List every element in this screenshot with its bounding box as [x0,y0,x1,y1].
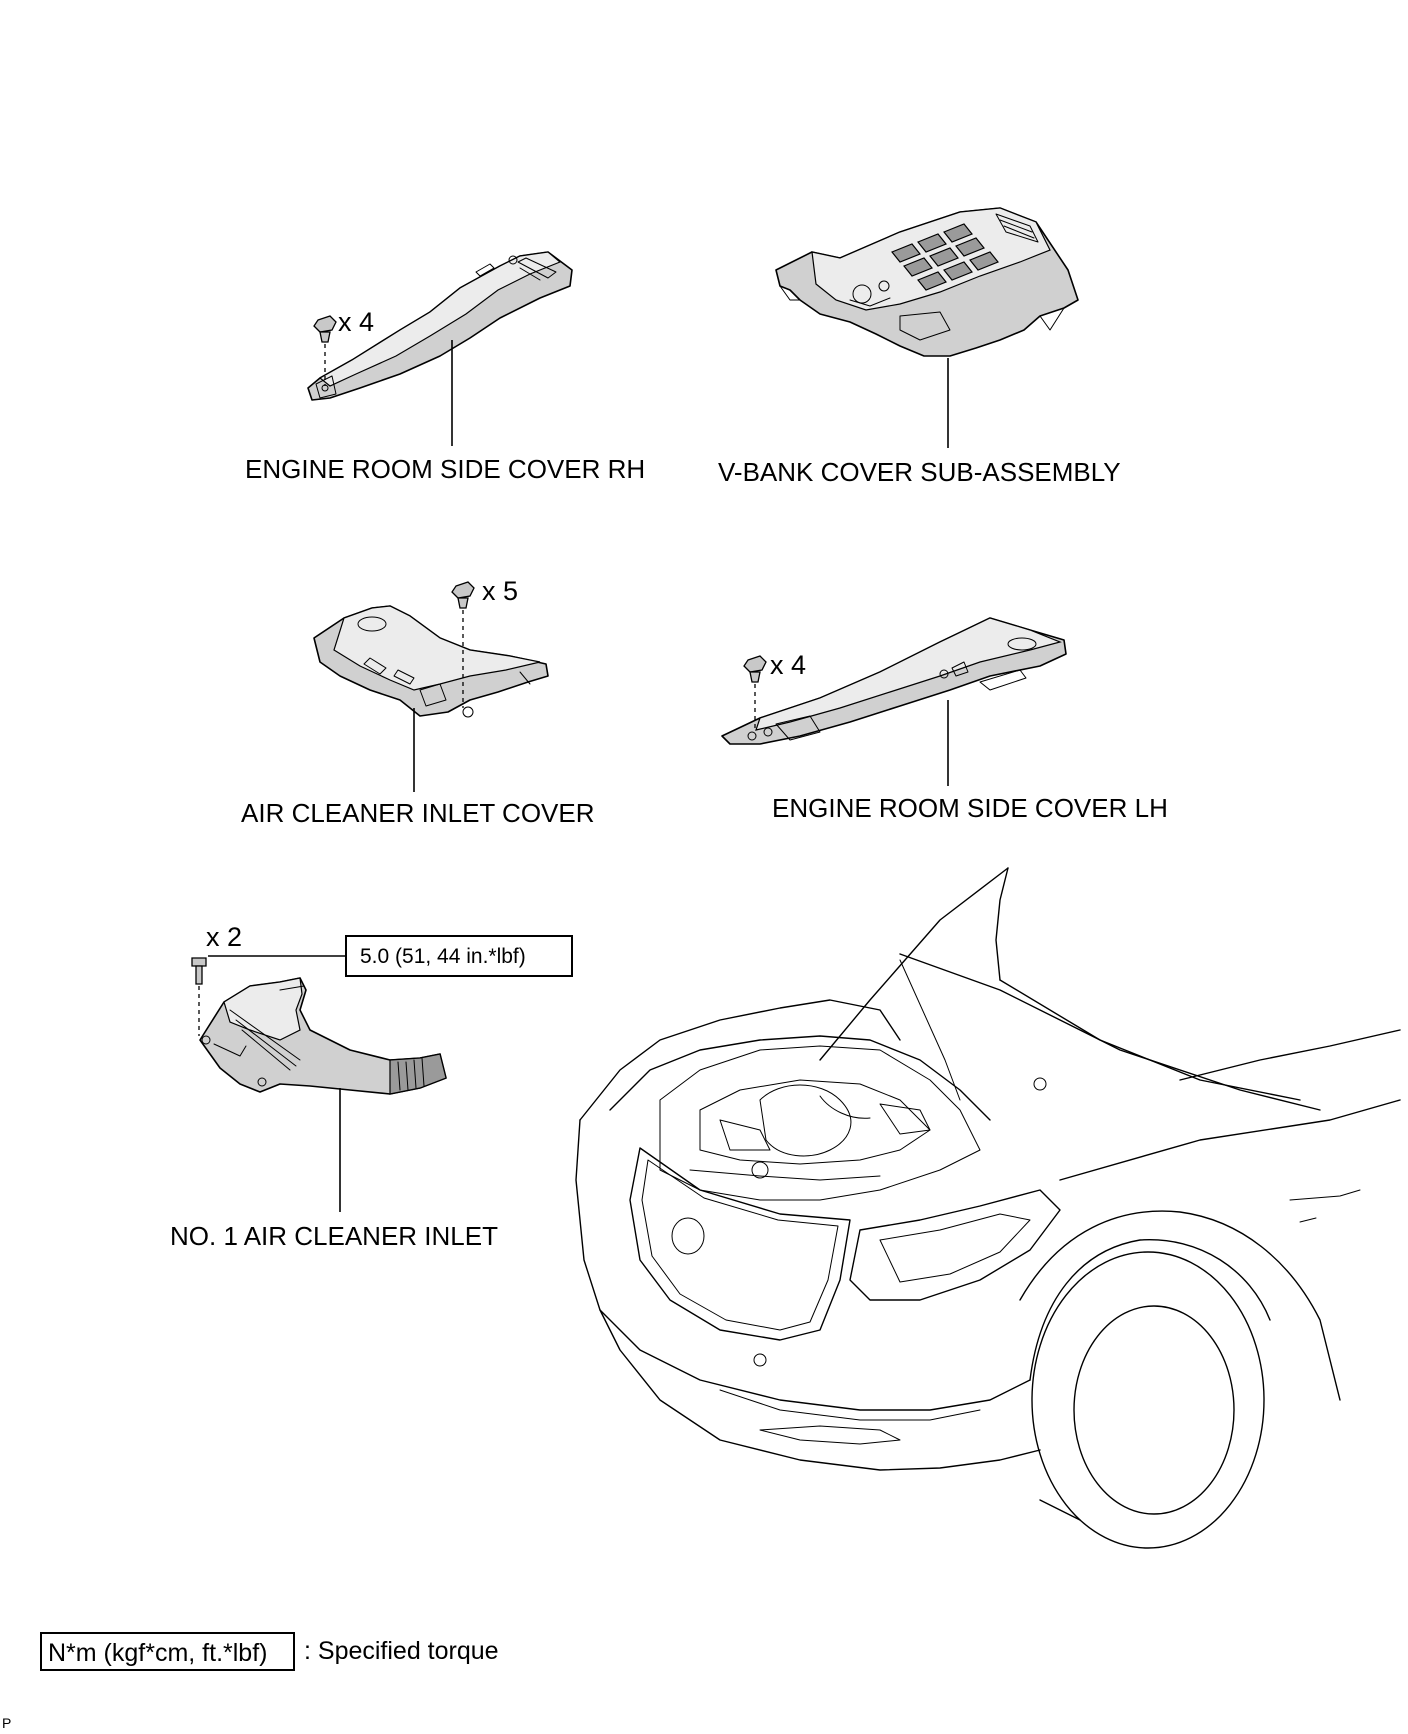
air-cleaner-inlet-cover-group: x 5 AIR CLEANER INLET COVER [241,576,595,828]
v-bank-cover-illustration [775,207,1079,357]
no1-air-cleaner-inlet-label: NO. 1 AIR CLEANER INLET [170,1221,498,1251]
lh-clip-icon [743,655,767,730]
inlet-cover-clip-icon [451,581,475,708]
rh-clip-quantity: x 4 [338,307,374,337]
engine-room-side-cover-rh-label: ENGINE ROOM SIDE COVER RH [245,454,645,484]
legend-unit-box [40,1632,295,1671]
inlet-bolt-quantity: x 2 [206,922,242,952]
no1-air-cleaner-inlet-illustration [199,977,447,1095]
legend-unit-text: N*m (kgf*cm, ft.*lbf) [48,1639,267,1667]
engine-room-side-cover-lh-illustration [721,617,1067,745]
engine-room-side-cover-rh-group: x 4 ENGINE ROOM SIDE COVER RH [245,251,645,484]
v-bank-cover-group: V-BANK COVER SUB-ASSEMBLY [718,207,1121,487]
torque-value: 5.0 (51, 44 in.*lbf) [360,945,526,968]
engine-room-side-cover-lh-group: x 4 ENGINE ROOM SIDE COVER LH [721,617,1168,823]
v-bank-cover-label: V-BANK COVER SUB-ASSEMBLY [718,457,1121,487]
legend: N*m (kgf*cm, ft.*lbf) : Specified torque [40,1632,499,1671]
air-cleaner-inlet-cover-label: AIR CLEANER INLET COVER [241,798,595,828]
inlet-cover-clip-quantity: x 5 [482,576,518,606]
air-cleaner-inlet-cover-illustration [313,605,549,718]
engine-room-side-cover-rh-illustration [307,251,573,401]
lh-clip-quantity: x 4 [770,650,806,680]
legend-description: : Specified torque [304,1637,499,1665]
rh-clip-icon [313,315,337,386]
engine-room-side-cover-lh-label: ENGINE ROOM SIDE COVER LH [772,793,1168,823]
torque-box [345,935,573,977]
vehicle-locator-illustration [575,867,1401,1549]
inlet-bolt-icon [191,957,207,1036]
no1-air-cleaner-inlet-group: x 2 5.0 (51, 44 in.*lbf) NO. 1 AIR CLEAN… [170,922,573,1251]
corner-code: P [2,1715,11,1731]
